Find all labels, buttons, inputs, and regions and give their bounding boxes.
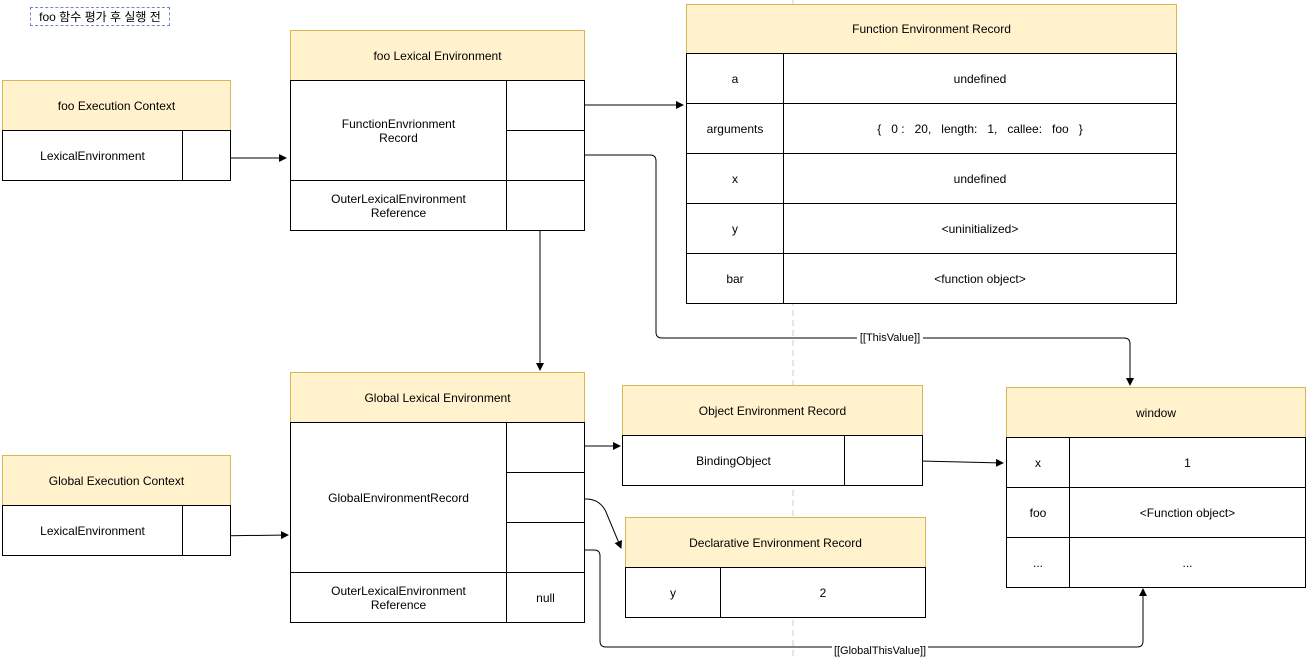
foo-le-outer-label-line2: Reference [370,205,427,220]
foo-le-outer-pointer [506,180,585,231]
foo-ec-header: foo Execution Context [2,80,231,131]
oer-binding-pointer [844,435,923,486]
der-row-y-key: y [625,567,721,618]
window-row-more-key: ... [1006,537,1070,588]
fer-row-a-value: undefined [783,53,1177,104]
global-le-ger-label: GlobalEnvironmentRecord [290,422,507,573]
fer-row-bar-value: <function object> [783,253,1177,304]
fer-row-arguments-value: { 0 : 20, length: 1, callee: foo } [783,103,1177,154]
der-header: Declarative Environment Record [625,517,926,568]
global-le-oer-pointer [506,422,585,473]
foo-ec-lexical-env-label: LexicalEnvironment [2,130,183,181]
window-row-foo-value: <Function object> [1069,487,1306,538]
foo-le-fer-label: FunctionEnvrionment Record [290,80,507,181]
window-row-foo-key: foo [1006,487,1070,538]
window-row-x-key: x [1006,437,1070,488]
fer-row-y-value: <uninitialized> [783,203,1177,254]
fer-row-a-key: a [686,53,784,104]
fer-row-x-value: undefined [783,153,1177,204]
foo-le-fer-pointer [506,80,585,131]
global-le-outer-value: null [506,572,585,623]
foo-le-header: foo Lexical Environment [290,30,585,81]
global-le-outer-label-line2: Reference [370,597,427,612]
fer-header: Function Environment Record [686,4,1177,54]
foo-le-fer-label-line1: FunctionEnvrionment [341,116,456,131]
foo-ec-lexical-env-pointer [182,130,231,181]
global-le-header: Global Lexical Environment [290,372,585,423]
arrow-global-this-value [536,549,1147,648]
window-row-more-value: ... [1069,537,1306,588]
global-this-value-label: [[GlobalThisValue]] [832,644,928,657]
foo-le-this-pointer [506,130,585,181]
window-header: window [1006,387,1306,438]
fer-row-x-key: x [686,153,784,204]
window-row-x-value: 1 [1069,437,1306,488]
global-ec-lexical-env-label: LexicalEnvironment [2,505,183,556]
fer-row-arguments-key: arguments [686,103,784,154]
global-le-outer-label: OuterLexicalEnvironment Reference [290,572,507,623]
global-le-global-this-pointer [506,522,585,573]
foo-le-outer-label-line1: OuterLexicalEnvironment [331,191,466,206]
global-ec-header: Global Execution Context [2,455,231,506]
der-row-y-value: 2 [720,567,926,618]
global-le-outer-label-line1: OuterLexicalEnvironment [331,583,466,598]
oer-binding-label: BindingObject [622,435,845,486]
foo-le-outer-label: OuterLexicalEnvironment Reference [290,180,507,231]
arrow-ger-to-der [540,498,622,549]
diagram-note: foo 함수 평가 후 실행 전 [30,7,170,26]
fer-row-bar-key: bar [686,253,784,304]
oer-header: Object Environment Record [622,385,923,436]
arrow-this-value [540,154,1134,386]
global-ec-lexical-env-pointer [182,505,231,556]
fer-row-y-key: y [686,203,784,254]
global-le-der-pointer [506,472,585,523]
foo-le-fer-label-line2: Record [379,130,418,145]
this-value-label: [[ThisValue]] [857,331,923,345]
